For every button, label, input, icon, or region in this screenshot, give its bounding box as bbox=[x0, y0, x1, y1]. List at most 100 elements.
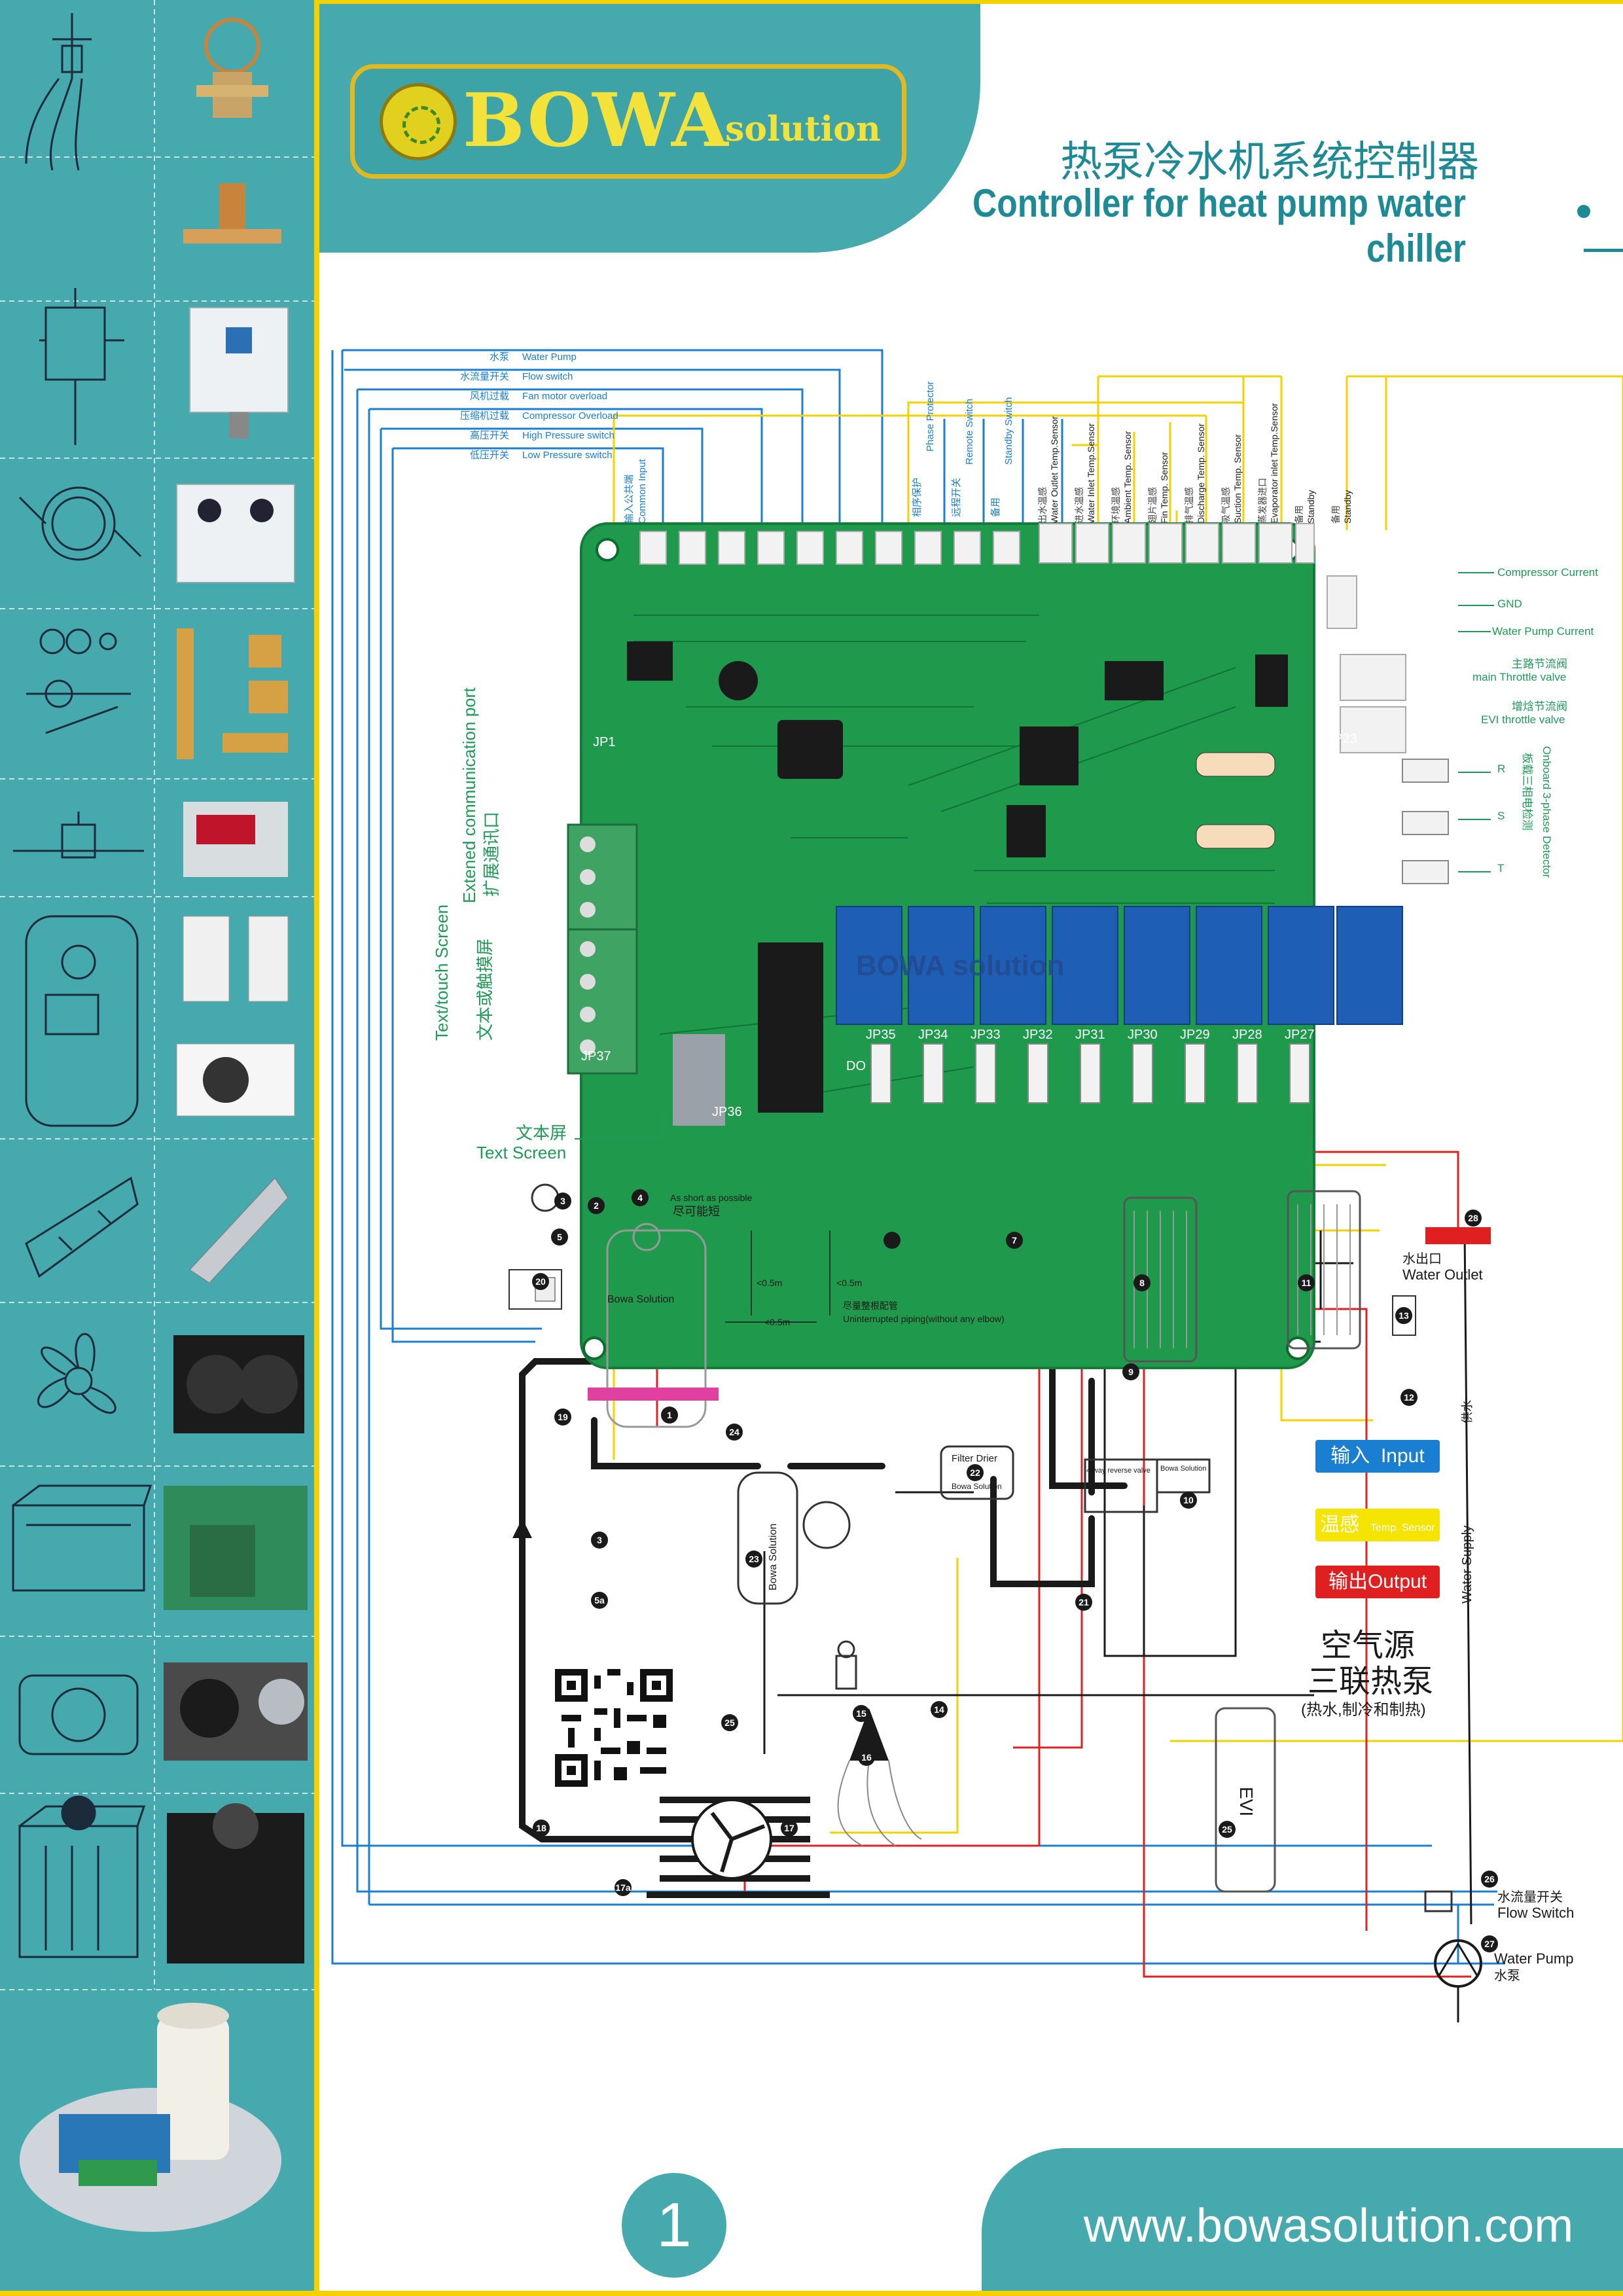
connector-label: JP36 bbox=[712, 1105, 742, 1119]
hinge-lineart-icon bbox=[25, 1176, 139, 1278]
extended-port-label: Extened communication port bbox=[459, 687, 479, 903]
component-number: 25 bbox=[724, 1717, 735, 1728]
component-number: 5a bbox=[594, 1595, 605, 1605]
compressor-current-label: Compressor Current bbox=[1497, 566, 1598, 579]
component-number: 17a bbox=[615, 1882, 631, 1893]
sensor-label-cn: 备用 bbox=[1330, 505, 1341, 524]
connector-label: JP33 bbox=[971, 1028, 1001, 1042]
title-dot bbox=[1577, 205, 1590, 218]
legend-input-en: Input bbox=[1380, 1445, 1425, 1467]
elbow-note-en: Uninterrupted piping(without any elbow) bbox=[843, 1314, 1005, 1324]
water-strainer-icon bbox=[1392, 1295, 1416, 1336]
signal-label-cn: 低压开关 bbox=[470, 450, 509, 461]
hinge-photo-icon bbox=[189, 1177, 289, 1283]
signal-label-cn: 高压开关 bbox=[470, 430, 509, 441]
sidebar-divider bbox=[314, 0, 319, 2296]
component-number: 22 bbox=[970, 1467, 980, 1478]
heat-pump-photo-icon bbox=[167, 1803, 304, 1964]
input-wires bbox=[331, 349, 1505, 1965]
connector-label: JP30 bbox=[1128, 1028, 1158, 1042]
phase-t-label: T bbox=[1497, 862, 1504, 874]
sensor-label: Discharge Temp. Sensor bbox=[1196, 423, 1206, 524]
receiver-label: Bowa Solution bbox=[768, 1524, 779, 1590]
legend-output-en: Output bbox=[1367, 1571, 1427, 1592]
sensor-label: Water Outlet Temp.Sensor bbox=[1049, 416, 1060, 524]
legend-temp-en: Temp. Sensor bbox=[1370, 1522, 1435, 1534]
resistors bbox=[1196, 752, 1275, 849]
short-note-en: As short as possible bbox=[670, 1193, 752, 1203]
sensor-label: Standby bbox=[1306, 490, 1316, 524]
component-number: 5 bbox=[557, 1232, 562, 1242]
connector-label: JP31 bbox=[1075, 1028, 1105, 1042]
plate-heat-exchanger-2-icon bbox=[1287, 1190, 1361, 1350]
compressor-label: Bowa Solution bbox=[607, 1294, 674, 1305]
sensor-label-cn: 吸气温感 bbox=[1221, 487, 1231, 524]
connector-label: JP26 bbox=[1409, 888, 1439, 902]
component-number: 20 bbox=[535, 1276, 546, 1287]
sensor-label-cn: 出水温感 bbox=[1037, 487, 1048, 524]
component-number: 17 bbox=[784, 1823, 794, 1833]
fan-lineart-icon bbox=[37, 1333, 116, 1414]
heat-pump-title-line1: 空气源 bbox=[1321, 1628, 1415, 1663]
main-throttle-label-en: main Throttle valve bbox=[1472, 671, 1566, 683]
cube-unit-lineart-icon bbox=[18, 1795, 146, 1958]
pressure-switch-photo-icon bbox=[189, 307, 289, 439]
sensor-label: Suction Temp. Sensor bbox=[1232, 434, 1243, 524]
signal-label-en: Low Pressure switch bbox=[522, 450, 613, 461]
evi-throttle-label-cn: 增焓节流阀 bbox=[1512, 700, 1567, 713]
do-terminal-row bbox=[870, 1043, 1310, 1103]
filter-brand-label: Bowa Solution bbox=[952, 1482, 1002, 1491]
connector-label: JP1 bbox=[593, 735, 615, 749]
left-board-labels: Extened communication port 扩展通讯口 Text/to… bbox=[432, 687, 567, 1162]
unit-lineart-icon bbox=[12, 1484, 152, 1592]
short-note-cn: 尽可能短 bbox=[673, 1205, 720, 1218]
water-outlet-label-cn: 水出口 bbox=[1402, 1251, 1442, 1266]
signal-label-cn: 压缩机过载 bbox=[460, 410, 509, 422]
brass-fittings-photo-icon bbox=[177, 628, 288, 759]
component-number: 14 bbox=[934, 1704, 944, 1715]
water-supply-label: Water Supply bbox=[1460, 1526, 1474, 1604]
component-number: 25 bbox=[1222, 1824, 1232, 1835]
solenoid-lineart-icon bbox=[13, 812, 144, 859]
component-number: 13 bbox=[1399, 1310, 1409, 1321]
signal-label-cn: 水泵 bbox=[490, 351, 509, 363]
page-title-cn: 热泵冷水机系统控制器 bbox=[1060, 138, 1479, 187]
connector-label: JP23 bbox=[1327, 732, 1357, 746]
return-arrow-line bbox=[512, 1518, 532, 1767]
component-number: 2 bbox=[594, 1200, 599, 1211]
phase-terminals bbox=[1402, 759, 1449, 884]
component-number: 21 bbox=[1079, 1597, 1089, 1607]
connector-label: JP27 bbox=[1285, 1028, 1315, 1042]
phase-detector-label: Onboard 3-phase Detector bbox=[1541, 746, 1553, 878]
sensor-label-cn: 蒸发器进口 bbox=[1257, 478, 1268, 524]
top-terminal-row bbox=[639, 523, 1406, 753]
sensor-label-cn: 环境温感 bbox=[1111, 487, 1121, 524]
compressor-icon bbox=[588, 1223, 719, 1428]
page-number: 1 bbox=[656, 2190, 692, 2260]
text-screen-label-en: Text Screen bbox=[476, 1143, 566, 1162]
component-number: 27 bbox=[1484, 1939, 1495, 1949]
input-label-en: Standby Switch bbox=[1003, 397, 1014, 465]
component-number: 1 bbox=[667, 1410, 672, 1420]
component-number: 19 bbox=[558, 1412, 568, 1422]
left-signal-labels: 水泵 Water Pump 水流量开关 Flow switch 风机过载 Fan… bbox=[460, 351, 618, 461]
brand-logo: BOWA solution bbox=[350, 64, 906, 179]
receiver-tank-icon bbox=[737, 1471, 798, 1605]
component-number: 18 bbox=[536, 1823, 546, 1833]
water-supply-label-cn: 供水 bbox=[1461, 1400, 1474, 1424]
legend-temp-cn: 温感 bbox=[1320, 1514, 1360, 1535]
connector-label: JP37 bbox=[581, 1049, 611, 1064]
heat-pump-title: 空气源 三联热泵 (热水,制冷和制热) bbox=[1301, 1628, 1433, 1719]
connector-label: JP32 bbox=[1023, 1028, 1053, 1042]
legend-output-cn: 输出 bbox=[1328, 1571, 1368, 1592]
sensor-label: Standby bbox=[1342, 490, 1353, 524]
connector-label: JP29 bbox=[1180, 1028, 1210, 1042]
condensing-unit-photo-icon bbox=[164, 1486, 308, 1610]
website-url: www.bowasolution.com bbox=[1083, 2200, 1574, 2252]
component-number: 11 bbox=[1302, 1278, 1311, 1288]
water-pump-label-en: Water Pump bbox=[1494, 1950, 1573, 1967]
screen-label: Text/touch Screen bbox=[432, 905, 452, 1041]
compressor-unit-photo-icon bbox=[164, 1662, 308, 1761]
phase-s-label: S bbox=[1497, 810, 1505, 822]
transformer bbox=[758, 942, 823, 1113]
